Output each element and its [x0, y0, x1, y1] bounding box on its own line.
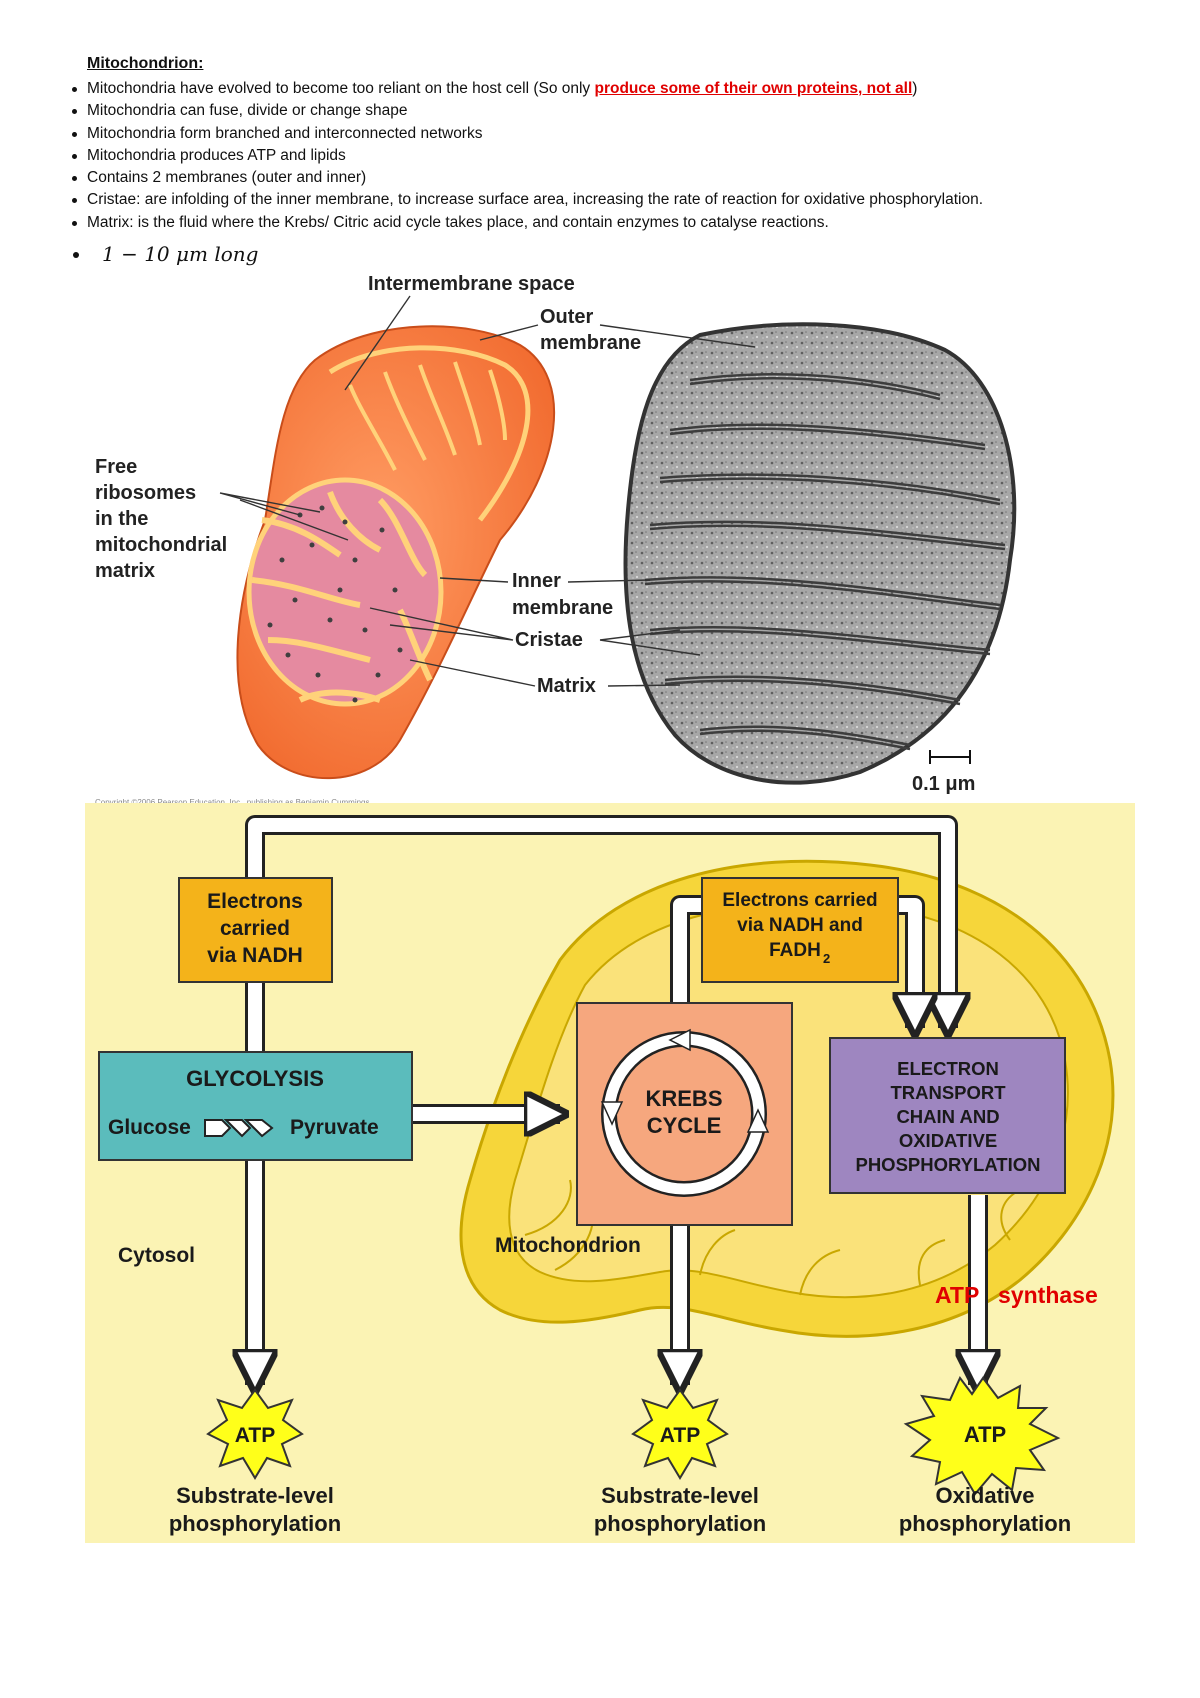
list-item: Mitochondria produces ATP and lipids — [68, 145, 983, 167]
bullet-1-text: Mitochondria have evolved to become too … — [87, 80, 595, 97]
scale-bar-label: 0.1 μm — [912, 773, 975, 795]
cycle-arrowhead-left — [600, 1101, 624, 1126]
list-item: Matrix: is the fluid where the Krebs/ Ci… — [68, 212, 983, 234]
scale-bar: 0.1 μm — [912, 750, 975, 795]
label-outer-membrane: membrane — [540, 332, 641, 354]
atp-star-3: ATP — [903, 1376, 1061, 1496]
fadh-subscript: 2 — [823, 951, 830, 966]
output-3-line1: Oxidative — [935, 1483, 1034, 1508]
etc-line4: OXIDATIVE — [899, 1130, 997, 1151]
page-title: Mitochondrion: — [87, 55, 204, 72]
copyright-text: Copyright ©2006 Pearson Education, Inc.,… — [95, 798, 370, 807]
list-item: Mitochondria can fuse, divide or change … — [68, 100, 983, 122]
list-item: Cristae: are infolding of the inner memb… — [68, 189, 983, 211]
electrons-fadh-line1: Electrons carried — [722, 890, 877, 911]
glycolysis-label: GLYCOLYSIS — [186, 1066, 324, 1091]
pyruvate-label: Pyruvate — [290, 1116, 379, 1139]
glucose-label: Glucose — [108, 1116, 191, 1139]
krebs-label-2: CYCLE — [647, 1113, 722, 1138]
label-free-ribosomes-3: in the — [95, 508, 148, 530]
label-free-ribosomes-4: mitochondrial — [95, 534, 227, 556]
atp-star-1: ATP — [206, 1388, 304, 1480]
electrons-nadh-line3: via NADH — [207, 944, 303, 967]
mitochondrion-structure-figure: Intermembrane space Outer membrane Free … — [95, 273, 1017, 807]
output-2-line2: phosphorylation — [594, 1511, 766, 1536]
output-3-line2: phosphorylation — [899, 1511, 1071, 1536]
size-formula: 1 − 10 μm long — [102, 242, 259, 266]
label-inner: Inner — [512, 570, 561, 592]
electrons-fadh-line2: via NADH and — [737, 915, 863, 936]
electrons-fadh-box: Electrons carried via NADH and FADH 2 — [701, 877, 899, 983]
electrons-nadh-line1: Electrons — [207, 890, 303, 913]
list-item: Mitochondria form branched and interconn… — [68, 123, 983, 145]
etc-line1: ELECTRON — [897, 1058, 999, 1079]
cycle-arrowhead-right — [746, 1108, 770, 1133]
label-matrix: Matrix — [537, 675, 596, 697]
label-outer: Outer — [540, 306, 594, 328]
output-1-line1: Substrate-level — [176, 1483, 334, 1508]
list-item: Mitochondria have evolved to become too … — [68, 78, 983, 100]
electrons-nadh-box: Electrons carried via NADH — [178, 877, 333, 983]
label-free-ribosomes-1: Free — [95, 456, 137, 478]
output-2-line1: Substrate-level — [601, 1483, 759, 1508]
atp-label-3: ATP — [964, 1422, 1006, 1447]
list-item: Contains 2 membranes (outer and inner) — [68, 167, 983, 189]
etc-line5: PHOSPHORYLATION — [855, 1154, 1040, 1175]
krebs-label-1: KREBS — [645, 1086, 722, 1111]
atp-label-2: ATP — [660, 1424, 700, 1447]
label-free-ribosomes-2: ribosomes — [95, 482, 196, 504]
bullet-1-end: ) — [912, 80, 918, 97]
electron-micrograph — [623, 322, 1017, 785]
label-cristae: Cristae — [515, 629, 583, 651]
respiration-overview-figure: Electrons carried via NADH Electrons car… — [85, 803, 1135, 1543]
electrons-fadh-line3: FADH — [769, 940, 821, 961]
glycolysis-chevron-arrows — [204, 1119, 274, 1138]
label-intermembrane-space: Intermembrane space — [368, 273, 575, 295]
etc-line3: CHAIN AND — [896, 1106, 999, 1127]
atp-star-2: ATP — [631, 1388, 729, 1480]
etc-box: ELECTRON TRANSPORT CHAIN AND OXIDATIVE P… — [829, 1037, 1066, 1194]
mitochondrion-label: Mitochondrion — [495, 1234, 641, 1257]
krebs-cycle-box: KREBS CYCLE — [576, 1002, 793, 1226]
bullet-list: Mitochondria have evolved to become too … — [68, 78, 983, 234]
etc-line2: TRANSPORT — [890, 1082, 1006, 1103]
label-inner-membrane: membrane — [512, 597, 613, 619]
atp-synthase-label: ATP synthase — [935, 1282, 1098, 1308]
glycolysis-box: GLYCOLYSIS Glucose Pyruvate — [98, 1051, 413, 1161]
cytosol-label: Cytosol — [118, 1244, 195, 1267]
bullet-1-highlight: produce some of their own proteins, not … — [594, 80, 913, 97]
electrons-nadh-line2: carried — [220, 917, 290, 940]
atp-label-1: ATP — [235, 1424, 275, 1447]
cycle-arrowhead-top — [668, 1028, 691, 1052]
size-bullet: 1 − 10 μm long — [68, 242, 258, 266]
mitochondrion-illustration — [236, 325, 556, 780]
output-1-line2: phosphorylation — [169, 1511, 341, 1536]
label-free-ribosomes-5: matrix — [95, 560, 155, 582]
